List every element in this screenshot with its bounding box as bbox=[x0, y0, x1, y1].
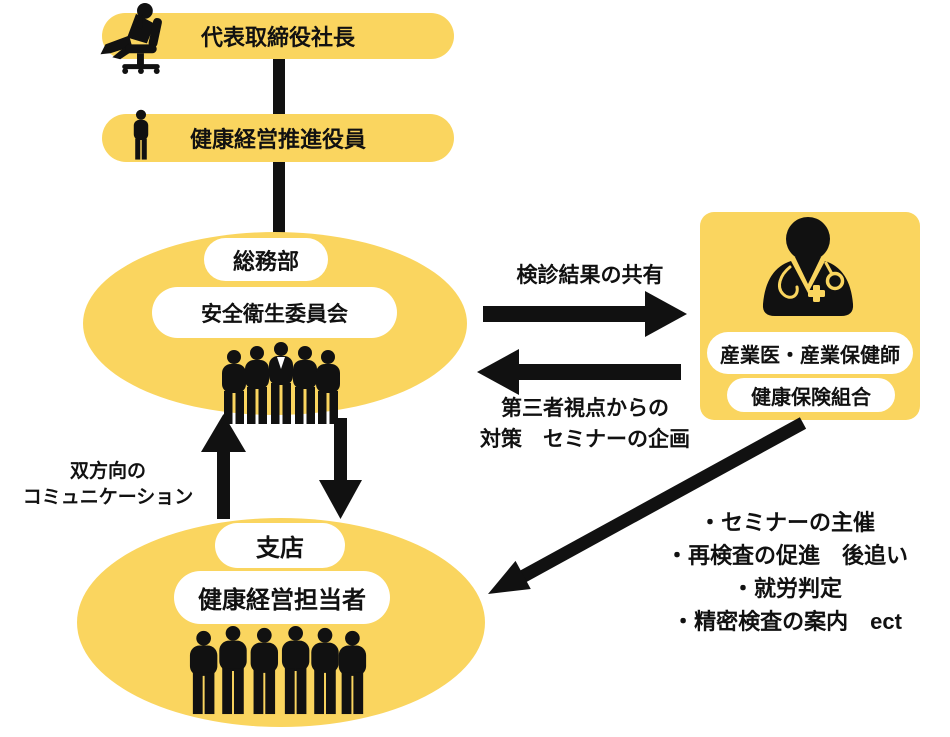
third-party-line2: 対策 セミナーの企画 bbox=[480, 428, 690, 451]
executive-chair-icon bbox=[98, 2, 178, 74]
dept-label: 総務部 bbox=[232, 248, 299, 274]
third-party-label: 第三者視点からの 対策 セミナーの企画 bbox=[455, 393, 715, 455]
task-item: ・セミナーの主催 bbox=[698, 510, 875, 535]
president-label: 代表取締役社長 bbox=[200, 25, 355, 50]
staff-group-icon bbox=[222, 342, 340, 426]
physician-pill: 産業医・産業保健師 bbox=[707, 332, 913, 374]
bidirectional-label: 双方向の コミュニケーション bbox=[10, 459, 206, 511]
branch-label: 支店 bbox=[256, 535, 304, 562]
share-results-label: 検診結果の共有 bbox=[516, 264, 664, 287]
downward-arrow bbox=[319, 418, 362, 519]
task-item: ・就労判定 bbox=[731, 576, 842, 601]
bidirectional-line1: 双方向の bbox=[69, 461, 146, 482]
bidirectional-line2: コミュニケーション bbox=[22, 487, 194, 508]
share-results-arrow bbox=[483, 291, 687, 337]
insurance-pill: 健康保険組合 bbox=[727, 378, 895, 412]
manager-label: 健康経営担当者 bbox=[198, 587, 366, 614]
standing-person-icon bbox=[128, 101, 154, 169]
feedback-arrow bbox=[477, 349, 681, 395]
task-item: ・再検査の促進 後追い bbox=[665, 543, 908, 568]
officer-label: 健康経営推進役員 bbox=[189, 127, 366, 152]
branch-pill: 支店 bbox=[215, 523, 345, 568]
task-item: ・精密検査の案内 ect bbox=[672, 609, 902, 634]
dept-pill: 総務部 bbox=[204, 238, 328, 281]
insurance-label: 健康保険組合 bbox=[751, 386, 871, 409]
committee-label: 安全衛生委員会 bbox=[201, 302, 348, 326]
doctor-icon bbox=[752, 215, 864, 323]
external-task-list: ・セミナーの主催 ・再検査の促進 後追い ・就労判定 ・精密検査の案内 ect bbox=[637, 506, 937, 638]
physician-label: 産業医・産業保健師 bbox=[720, 344, 900, 367]
manager-pill: 健康経営担当者 bbox=[174, 571, 390, 624]
upward-arrow bbox=[201, 414, 246, 519]
committee-pill: 安全衛生委員会 bbox=[152, 287, 397, 338]
third-party-line1: 第三者視点からの bbox=[501, 397, 669, 420]
branch-staff-group-icon bbox=[187, 624, 371, 716]
officer-pill: 健康経営推進役員 bbox=[102, 114, 454, 162]
